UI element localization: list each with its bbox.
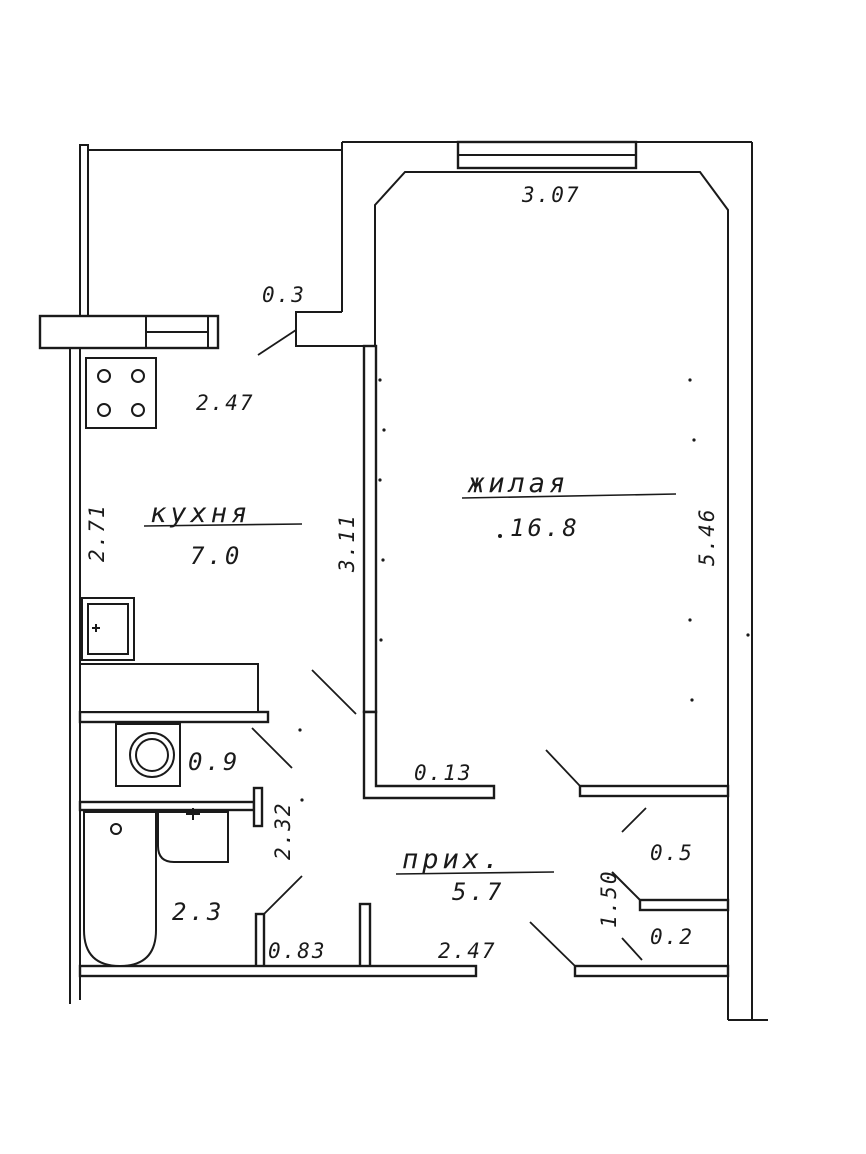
kitchen-counter xyxy=(79,663,259,713)
doors xyxy=(251,329,647,967)
closet-shelf-upper xyxy=(638,898,730,912)
closet-lower-door-swing xyxy=(621,937,643,961)
bottom-wall-right xyxy=(573,964,730,978)
right-outer-wall xyxy=(751,142,768,1021)
kitchen-sink-icon xyxy=(81,597,135,661)
balcony-outline xyxy=(79,144,89,320)
washbasin-icon xyxy=(157,808,229,863)
dim-bath-toilet-length: 2.32 xyxy=(271,801,295,860)
entry-door-swing xyxy=(529,921,576,967)
hall-area: 5.7 xyxy=(452,878,504,906)
toilet-door-swing xyxy=(251,727,293,769)
living-room-area: 16.8 xyxy=(510,514,580,542)
kitchen-door-swing xyxy=(311,669,357,715)
dim-kitchen-right-length: 3.11 xyxy=(335,513,359,573)
fixtures xyxy=(79,357,259,968)
closet-upper-area: 0.5 xyxy=(650,841,694,865)
living-hall-partition xyxy=(362,710,496,800)
dim-closet-length: 1.50 xyxy=(597,869,621,928)
kitchen-area: 7.0 xyxy=(190,542,242,570)
bathroom-area: 2.3 xyxy=(172,898,224,926)
dim-hall-width: 2.47 xyxy=(438,939,497,963)
dim-kitchen-width: 2.47 xyxy=(196,391,255,415)
bottom-wall-left xyxy=(78,964,478,978)
toilet-area: 0.9 xyxy=(188,748,240,776)
living-bottom-wall xyxy=(578,784,730,798)
walls xyxy=(38,140,768,1021)
closet-door-swing xyxy=(621,807,647,833)
hall-door-jamb xyxy=(358,902,372,972)
hall-name: прих. xyxy=(402,844,503,875)
dim-niche: 0.3 xyxy=(262,283,306,307)
living-room-outline xyxy=(374,171,729,785)
bathtub-icon xyxy=(83,811,157,968)
dim-living-width: 3.07 xyxy=(521,183,581,207)
dim-kitchen-left-length: 2.71 xyxy=(85,503,109,562)
dim-partition: 0.13 xyxy=(414,761,473,785)
kitchen-name: кухня xyxy=(150,498,251,529)
living-room-name: жилая xyxy=(467,468,569,499)
bath-door-swing xyxy=(263,875,303,915)
niche-wall xyxy=(295,311,375,347)
pencil-dots xyxy=(298,378,750,802)
dim-living-length: 5.46 xyxy=(695,507,719,566)
living-door-swing xyxy=(545,749,581,787)
dim-bath-door: 0.83 xyxy=(268,939,327,963)
toilet-bath-partition xyxy=(78,800,256,812)
labels: жилая 16.8 кухня 7.0 прих. 5.7 0.9 2.3 0… xyxy=(85,183,719,963)
kitchen-living-partition xyxy=(362,344,378,714)
kitchen-toilet-partition xyxy=(78,710,270,724)
closet-lower-area: 0.2 xyxy=(650,925,694,949)
bath-door-jamb xyxy=(254,912,266,972)
toilet-icon xyxy=(115,723,181,787)
stove-icon xyxy=(85,357,157,429)
